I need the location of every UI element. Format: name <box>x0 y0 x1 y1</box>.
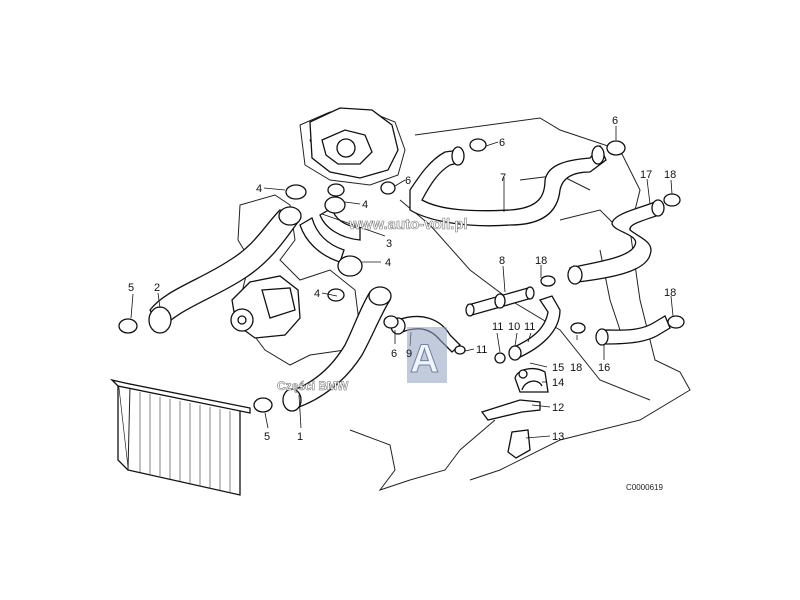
thermostat-housing <box>309 107 399 179</box>
hose-7 <box>409 144 607 227</box>
engine-block-outline <box>237 109 691 491</box>
callout-16: 16 <box>598 362 610 374</box>
callouts: 1 2 3 4 4 4 4 5 5 6 6 6 6 7 8 9 10 11 11… <box>128 115 676 443</box>
callout-1: 1 <box>297 431 303 443</box>
callout-5a: 5 <box>128 282 134 294</box>
watermark-label: Części BMW <box>277 379 349 393</box>
callout-4d: 4 <box>314 288 320 300</box>
callout-6a: 6 <box>499 137 505 149</box>
pipe-8 <box>465 286 535 317</box>
callout-2: 2 <box>154 282 160 294</box>
callout-4c: 4 <box>385 257 391 269</box>
callout-3: 3 <box>386 238 392 250</box>
callout-17: 17 <box>640 169 652 181</box>
diagram-code: C0000619 <box>626 483 663 492</box>
watermark: A www.auto-voll.pl Części BMW <box>277 216 468 394</box>
bracket-12 <box>480 399 541 421</box>
callout-9: 9 <box>406 348 412 360</box>
callout-18a: 18 <box>664 169 676 181</box>
callout-10: 10 <box>508 321 520 333</box>
callout-7: 7 <box>500 172 506 184</box>
clamps <box>118 138 685 413</box>
callout-18b: 18 <box>535 255 547 267</box>
callout-11b: 11 <box>524 321 535 333</box>
water-pump <box>230 275 301 339</box>
callout-4b: 4 <box>362 199 368 211</box>
svg-text:A: A <box>410 337 439 381</box>
callout-18d: 18 <box>570 362 582 374</box>
callout-13: 13 <box>552 431 564 443</box>
bracket-13 <box>507 429 531 459</box>
callout-4a: 4 <box>256 183 262 195</box>
callout-6d: 6 <box>391 348 397 360</box>
hose-17 <box>567 199 665 285</box>
hose-2 <box>148 206 302 334</box>
leader-lines <box>130 126 674 439</box>
callout-6c: 6 <box>405 175 411 187</box>
callout-8: 8 <box>499 255 505 267</box>
callout-11c: 11 <box>476 344 487 356</box>
watermark-site: www.auto-voll.pl <box>348 216 468 233</box>
callout-12: 12 <box>552 402 564 414</box>
hose-10 <box>508 295 561 361</box>
callout-18c: 18 <box>664 287 676 299</box>
callout-11a: 11 <box>492 321 503 333</box>
callout-14: 14 <box>552 377 564 389</box>
radiator <box>109 378 251 496</box>
callout-5b: 5 <box>264 431 270 443</box>
callout-6b: 6 <box>612 115 618 127</box>
hose-3 <box>299 196 363 277</box>
callout-15: 15 <box>552 362 564 374</box>
hose-16 <box>595 315 671 346</box>
hose-1 <box>282 286 392 412</box>
